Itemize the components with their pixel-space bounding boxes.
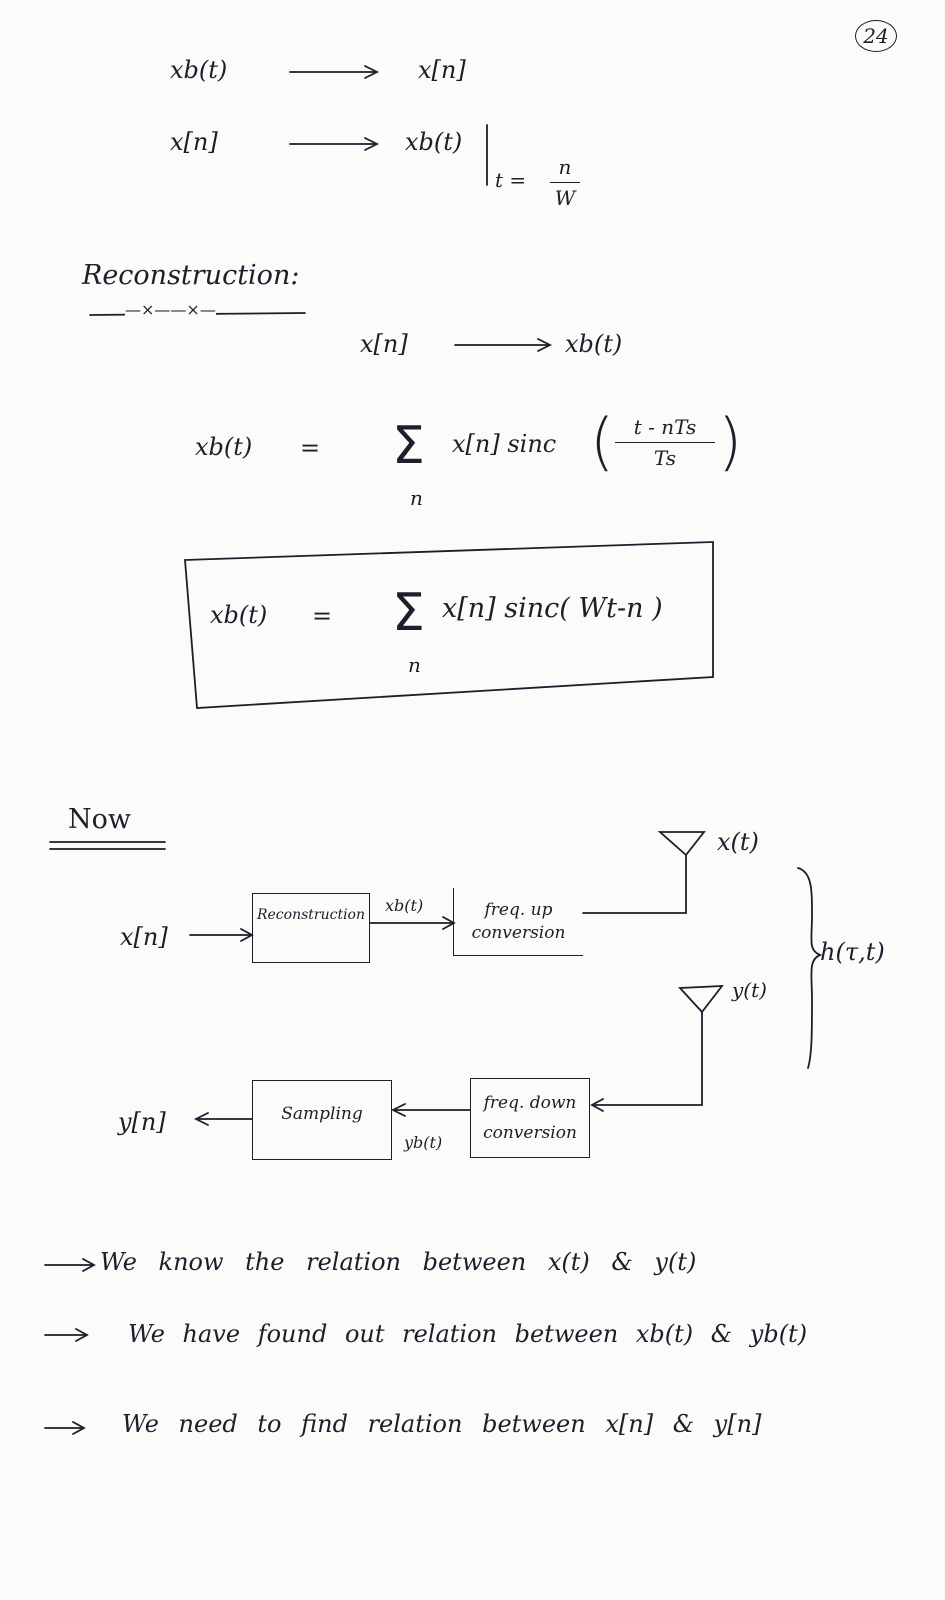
tx-antenna xyxy=(657,831,706,857)
eq1-sigma-sub: n xyxy=(410,486,423,510)
eq2-term: x[n] sinc( Wt-n ) xyxy=(442,593,663,624)
rx-feed-line xyxy=(594,1011,703,1106)
eq1-frac-num: t - nTs xyxy=(633,415,697,439)
eq1-term: x[n] sinc xyxy=(452,430,557,458)
rx-arrowhead xyxy=(590,1098,604,1112)
bullet-arrow-2 xyxy=(44,1328,89,1342)
yb-arrow xyxy=(390,1103,471,1117)
sampling-block-label: Sampling xyxy=(281,1104,363,1124)
eq2-sigma-sub: n xyxy=(408,653,421,677)
mapping-arrow-2 xyxy=(289,137,380,151)
note-3: We need to find relation between x[n] & … xyxy=(122,1410,762,1438)
reconstruction-heading: Reconstruction: xyxy=(82,260,300,291)
eval-den: W xyxy=(554,186,576,210)
freq-up-line2: conversion xyxy=(471,922,566,943)
freq-down-block: freq. down conversion xyxy=(470,1078,590,1158)
equation-box xyxy=(184,541,714,709)
eq1-sigma: Σ xyxy=(392,416,425,476)
sampling-block: Sampling xyxy=(252,1080,392,1160)
eval-fraction: n W xyxy=(550,155,580,210)
mapping-arrow-1 xyxy=(289,65,380,79)
reconstruction-map-right: xb(t) xyxy=(565,330,623,358)
freq-up-line1: freq. up xyxy=(484,900,553,921)
eq1-left-paren: ( xyxy=(590,405,615,478)
eq2-lhs: xb(t) xyxy=(210,601,268,629)
reconstruction-map-left: x[n] xyxy=(360,330,408,358)
mapping-row1-left: xb(t) xyxy=(170,56,228,84)
reconstruction-map-arrow xyxy=(454,338,553,352)
eq1-equals: = xyxy=(300,434,321,462)
heading-underline-marks: —×——×— xyxy=(125,300,216,319)
mapping-row2-left: x[n] xyxy=(170,128,218,156)
signal-yb: yb(t) xyxy=(404,1133,443,1152)
signal-y-t: y(t) xyxy=(732,978,767,1002)
signal-xb: xb(t) xyxy=(385,896,424,915)
freq-down-line2: conversion xyxy=(483,1123,577,1143)
signal-x-t: x(t) xyxy=(717,828,759,856)
eq2-sigma: Σ xyxy=(392,583,425,643)
output-y-n: y[n] xyxy=(118,1108,166,1136)
freq-up-block: freq. up conversion xyxy=(453,888,583,956)
freq-down-line1: freq. down xyxy=(483,1092,577,1113)
note-1: We know the relation between x(t) & y(t) xyxy=(100,1248,697,1276)
input-x-n: x[n] xyxy=(120,923,168,951)
eq1-right-paren: ) xyxy=(718,405,743,478)
now-heading: Now xyxy=(68,804,131,835)
bullet-arrow-1 xyxy=(44,1258,96,1272)
eq1-lhs: xb(t) xyxy=(195,433,253,461)
eq1-fraction: t - nTs Ts xyxy=(615,415,715,470)
rx-antenna xyxy=(678,985,724,1014)
eq2-equals: = xyxy=(312,602,333,630)
bullet-arrow-3 xyxy=(44,1421,86,1435)
page-number: 24 xyxy=(863,24,889,48)
tx-feed-line xyxy=(582,854,687,914)
input-arrow xyxy=(189,928,254,942)
mapping-row2-right: xb(t) xyxy=(405,128,463,156)
eq1-frac-den: Ts xyxy=(653,446,677,470)
page-number-circle: 24 xyxy=(855,20,897,52)
channel-brace xyxy=(797,867,823,1069)
reconstruction-block-label: Reconstruction xyxy=(256,907,366,923)
eval-lhs: t = xyxy=(495,168,527,192)
output-arrow xyxy=(193,1112,253,1126)
note-2: We have found out relation between xb(t)… xyxy=(128,1320,808,1348)
eval-num: n xyxy=(558,155,572,179)
xb-arrow xyxy=(369,916,456,930)
channel-label: h(τ,t) xyxy=(820,938,885,966)
reconstruction-block: Reconstruction xyxy=(252,893,370,963)
mapping-row1-right: x[n] xyxy=(418,56,466,84)
